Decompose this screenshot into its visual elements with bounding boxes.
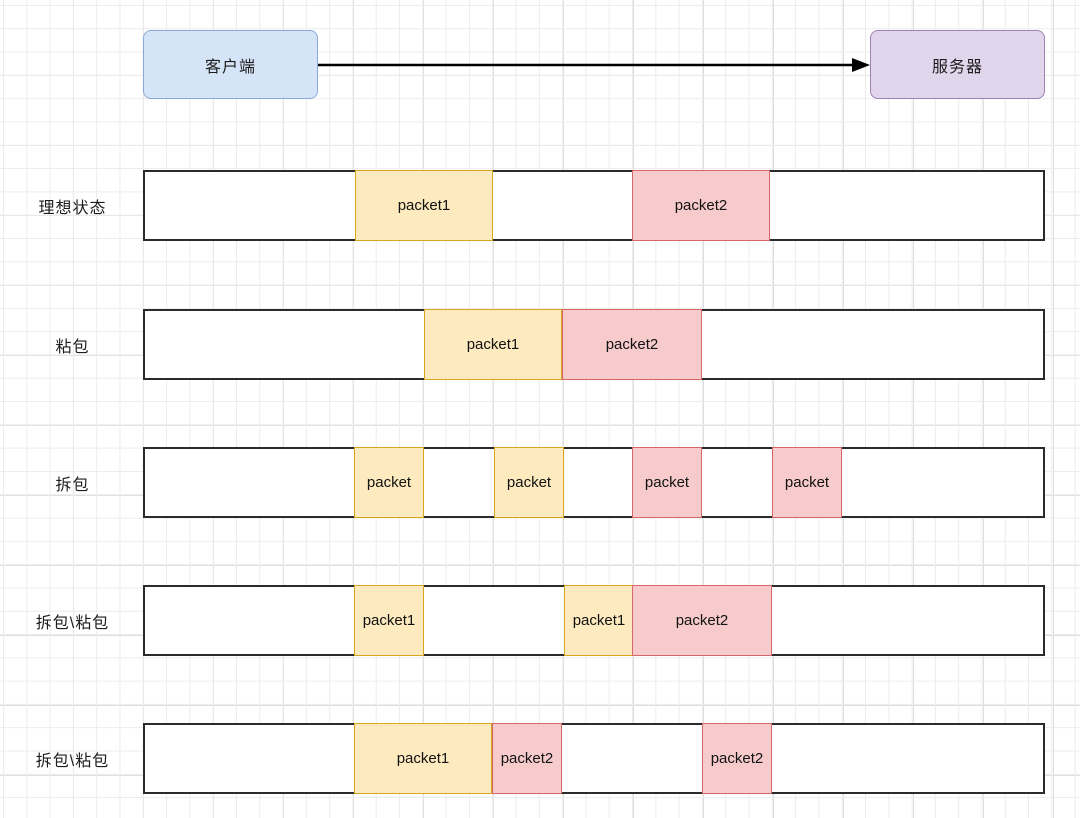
packet-segment-label: packet2 xyxy=(710,749,764,767)
stream-bar-split-sticky-1: packet1 packet1 packet2 xyxy=(143,584,1045,656)
stream-bar-ideal: packet1 packet2 xyxy=(143,169,1045,241)
packet-segment-split-sticky-1-2[interactable]: packet2 xyxy=(632,584,772,656)
client-node-label: 客户端 xyxy=(204,58,256,76)
packet-row-split: 拆包 packet packet packet packet xyxy=(0,446,1080,519)
packet-segment-split-3[interactable]: packet xyxy=(772,446,842,518)
client-to-server-arrow xyxy=(318,58,870,72)
packet-row-split-sticky-2: 拆包\粘包 packet1 packet2 packet2 xyxy=(0,722,1080,795)
packet-segment-label: packet xyxy=(784,473,830,491)
packet-segment-label: packet2 xyxy=(605,335,659,353)
packet-segment-label: packet2 xyxy=(675,611,729,629)
server-node[interactable]: 服务器 xyxy=(870,30,1045,99)
packet-segment-split-sticky-1-0[interactable]: packet1 xyxy=(354,584,424,656)
row-label-sticky: 粘包 xyxy=(55,339,90,356)
packet-segment-ideal-1[interactable]: packet2 xyxy=(632,169,770,241)
stream-bar-split: packet packet packet packet xyxy=(143,446,1045,518)
packet-segment-label: packet2 xyxy=(500,749,554,767)
packet-segment-label: packet1 xyxy=(362,611,416,629)
packet-segment-label: packet1 xyxy=(466,335,520,353)
packet-segment-label: packet1 xyxy=(572,611,626,629)
row-label-split: 拆包 xyxy=(55,477,90,494)
packet-segment-split-sticky-2-1[interactable]: packet2 xyxy=(492,722,562,794)
packet-segment-label: packet1 xyxy=(396,749,450,767)
packet-segment-label: packet1 xyxy=(397,196,451,214)
stream-bar-split-sticky-2: packet1 packet2 packet2 xyxy=(143,722,1045,794)
packet-segment-label: packet xyxy=(506,473,552,491)
packet-segment-sticky-0[interactable]: packet1 xyxy=(424,308,562,380)
packet-segment-sticky-1[interactable]: packet2 xyxy=(562,308,702,380)
packet-row-sticky: 粘包 packet1 packet2 xyxy=(0,308,1080,381)
row-label-ideal: 理想状态 xyxy=(38,200,107,217)
packet-segment-split-sticky-1-1[interactable]: packet1 xyxy=(564,584,634,656)
packet-segment-label: packet xyxy=(366,473,412,491)
packet-segment-split-sticky-2-2[interactable]: packet2 xyxy=(702,722,772,794)
client-node[interactable]: 客户端 xyxy=(143,30,318,99)
packet-segment-split-sticky-2-0[interactable]: packet1 xyxy=(354,722,492,794)
packet-segment-split-0[interactable]: packet xyxy=(354,446,424,518)
packet-segment-label: packet xyxy=(644,473,690,491)
packet-segment-ideal-0[interactable]: packet1 xyxy=(355,169,493,241)
packet-segment-split-2[interactable]: packet xyxy=(632,446,702,518)
row-label-split-sticky-1: 拆包\粘包 xyxy=(35,615,110,632)
packet-row-ideal: 理想状态 packet1 packet2 xyxy=(0,169,1080,242)
server-node-label: 服务器 xyxy=(931,58,983,76)
packet-segment-split-1[interactable]: packet xyxy=(494,446,564,518)
packet-row-split-sticky-1: 拆包\粘包 packet1 packet1 packet2 xyxy=(0,584,1080,657)
packet-segment-label: packet2 xyxy=(674,196,728,214)
row-label-split-sticky-2: 拆包\粘包 xyxy=(35,753,110,770)
stream-bar-sticky: packet1 packet2 xyxy=(143,308,1045,380)
